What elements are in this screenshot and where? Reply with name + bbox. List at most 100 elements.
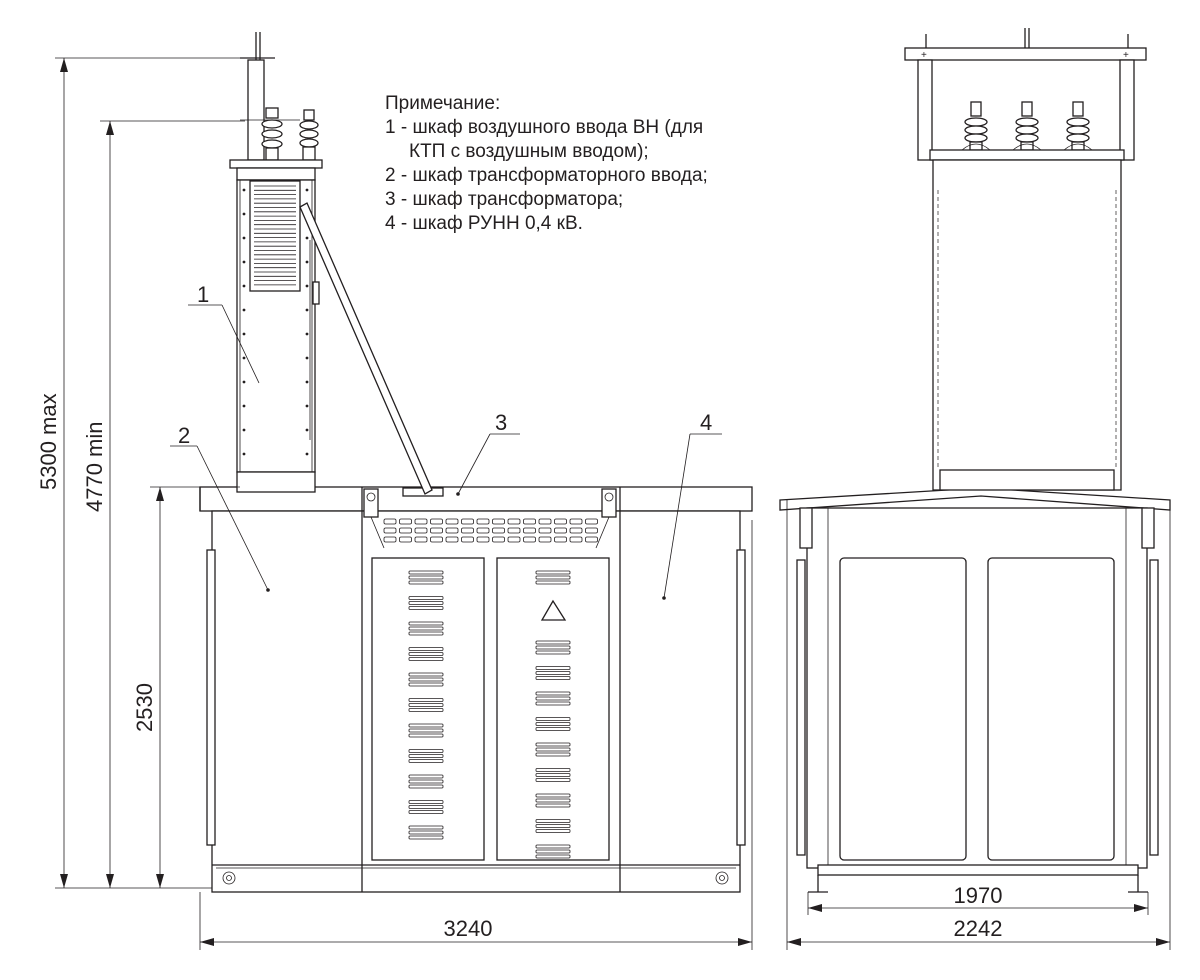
handle-left [206,549,216,846]
door-vent-slot [408,672,444,677]
vent-slot [554,518,567,525]
vent-slot [414,536,428,543]
door-vent-slot [408,570,444,575]
door-vent-slot [535,701,571,706]
vent-slot [507,527,521,534]
door-vent-slot [535,844,571,849]
door-vent-slot [408,621,444,626]
door-vent-slot [408,805,444,809]
transformer-door-left [371,557,485,861]
vent-slot [399,518,412,525]
door-vent-slot [535,778,571,782]
door-vent-slot [535,676,571,680]
cable-duct [299,202,433,495]
vent-slot [523,527,536,534]
vent-slot [430,536,443,543]
side-upper-cabinet [932,159,1122,491]
door-vent-slot [535,854,571,859]
door-vent-slot [535,798,571,803]
dim-height-max: 5300 max [36,393,61,490]
door-vent-slot [535,666,571,670]
vent-slot [492,527,505,534]
door-vent-slot [535,849,571,854]
vent-slot [492,518,505,525]
door-vent-slot [408,596,444,600]
vent-slot [523,536,536,543]
door-vent-slot [408,626,444,631]
note-item: 3 - шкаф трансформатора; [385,189,624,210]
vent-slot [569,518,583,525]
note-item: 1 - шкаф воздушного ввода ВН (для [385,117,704,138]
door-vent-slot [535,829,571,833]
side-view: + + [779,28,1171,893]
side-roof [779,487,1171,511]
door-vent-slot [408,682,444,687]
door-vent-slot [408,631,444,636]
vent-slot [507,518,521,525]
vent-slot [461,527,474,534]
door-vent-slot [535,691,571,696]
note-item: 4 - шкаф РУНН 0,4 кВ. [385,213,583,234]
vent-slot [383,518,397,525]
door-vent-slot [535,773,571,777]
door-vent-slot [408,652,444,656]
warning-triangle-icon [540,599,567,621]
svg-text:+: + [921,50,927,61]
door-vent-slot [408,601,444,605]
door-vent-slot [408,657,444,661]
door-vent-slot [535,575,571,580]
vent-slot [430,527,443,534]
dimension-lines [55,57,1171,950]
door-vent-slot [408,698,444,702]
bushings [961,101,1093,151]
vent-slot [585,518,598,525]
handle-right [736,549,746,846]
front-bolt-left [222,871,236,885]
door-vent-slot [535,645,571,650]
door-vent-slot [408,703,444,707]
door-vent-slot [408,754,444,758]
note-item: КТП с воздушным вводом); [409,141,649,162]
vent-slot [538,536,552,543]
door-vent-slot [408,830,444,835]
vent-slot [445,536,459,543]
dim-front-width: 3240 [444,916,493,941]
note-item: 2 - шкаф трансформаторного ввода; [385,165,708,186]
vent-slot [383,536,397,543]
dim-side-width: 2242 [954,916,1003,941]
vent-slot [399,527,412,534]
door-vent-slot [408,677,444,682]
door-vent-slot [535,819,571,823]
door-vent-slot [408,728,444,733]
insulator-left [261,107,283,161]
vent-slot [383,527,397,534]
dim-height-min: 4770 min [82,421,107,512]
vent-slot [461,536,474,543]
door-vents [408,570,571,859]
door-vent-slot [535,793,571,798]
door-vent-slot [535,727,571,731]
insulator-right [299,109,319,161]
notes-block: Примечание: 1 - шкаф воздушного ввода ВН… [385,92,765,236]
door-vent-slot [535,717,571,721]
door-vent-slot [535,671,571,675]
inlet-louvre-panel [249,180,301,292]
top-vent-grille [383,518,598,543]
door-vent-slot [408,825,444,830]
vent-slot [523,518,536,525]
door-vent-slot [408,835,444,840]
vent-slot [569,536,583,543]
front-view [199,381,753,893]
door-vent-slot [535,650,571,655]
vent-slot [538,518,552,525]
vent-slot [399,536,412,543]
vent-slot [569,527,583,534]
side-panel-right [987,557,1115,861]
vent-slot [585,536,598,543]
door-vent-slot [408,749,444,753]
vent-slot [476,518,490,525]
vent-slot [414,518,428,525]
front-bolt-right [715,871,729,885]
door-vent-slot [408,723,444,728]
